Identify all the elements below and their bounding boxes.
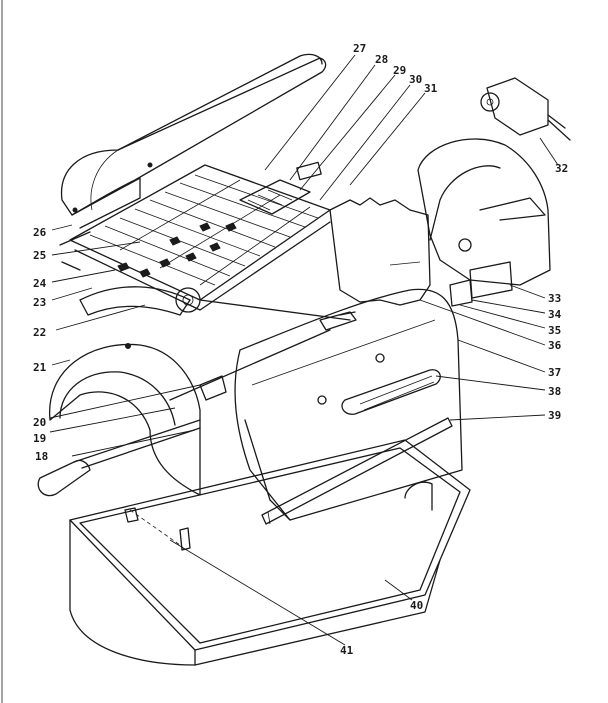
- callout-19: 19: [33, 432, 46, 445]
- part-23-drip-tray: [79, 286, 191, 316]
- part-26-rear-hood: [60, 53, 327, 229]
- part-24-lava-rocks: [117, 222, 237, 278]
- callout-27: 27: [353, 42, 366, 55]
- part-33-right-end-bracket: [417, 138, 551, 299]
- part-31-heat-shield: [329, 197, 431, 306]
- callout-30: 30: [409, 73, 422, 86]
- callout-20: 20: [33, 416, 46, 429]
- part-18-spit-skewer: [37, 419, 201, 497]
- callout-34: 34: [548, 308, 562, 321]
- part-19-handle-rod: [169, 311, 357, 401]
- part-37-front-hood: [234, 288, 463, 521]
- callout-40: 40: [410, 599, 423, 612]
- part-41-base-clip: [124, 507, 191, 551]
- callout-21: 21: [33, 361, 47, 374]
- callout-41: 41: [340, 644, 354, 657]
- part-39-front-rail: [261, 417, 453, 525]
- part-25-cooking-grate: [59, 164, 331, 311]
- callout-22: 22: [33, 326, 46, 339]
- callout-33: 33: [548, 292, 561, 305]
- callout-26: 26: [33, 226, 47, 239]
- callout-39: 39: [548, 409, 561, 422]
- part-32-motor: [480, 77, 571, 141]
- part-27-burner-assembly: [239, 161, 322, 215]
- callout-29: 29: [393, 64, 406, 77]
- callout-24: 24: [33, 277, 47, 290]
- part-40-grill-base: [69, 439, 471, 666]
- callout-38: 38: [548, 385, 561, 398]
- part-35-clip: [449, 279, 473, 307]
- callout-36: 36: [548, 339, 562, 352]
- callout-37: 37: [548, 366, 561, 379]
- callout-28: 28: [375, 53, 388, 66]
- callout-23: 23: [33, 296, 46, 309]
- callout-18: 18: [35, 450, 48, 463]
- callout-31: 31: [424, 82, 438, 95]
- callout-35: 35: [548, 324, 561, 337]
- callout-25: 25: [33, 249, 46, 262]
- leader-lines: [49, 54, 559, 646]
- part-21-left-end-cap: [49, 343, 201, 496]
- callout-32: 32: [555, 162, 568, 175]
- part-38-hood-handle: [341, 369, 441, 415]
